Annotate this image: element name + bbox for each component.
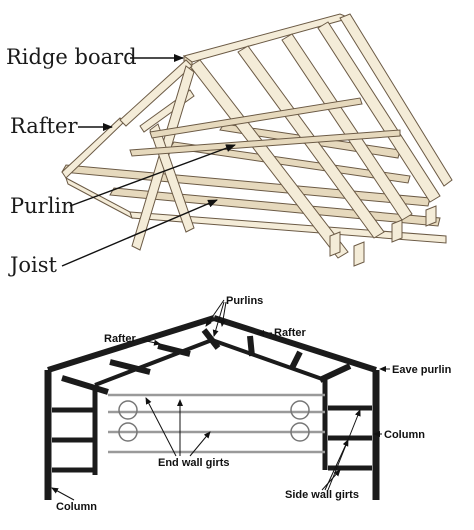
label-end-wall-girts: End wall girts [158,457,230,469]
purlin-arrow [69,144,236,207]
back-frame [92,338,328,475]
label-column-left: Column [56,501,97,513]
leader-lines [51,299,390,501]
label-rafter: Rafter [10,114,78,138]
label-rafter-right: Rafter [274,327,307,339]
steel-frame-diagram: Purlins Rafter Rafter Eave purlin Column… [44,295,452,513]
timber-roof-diagram: Ridge board Rafter Purlin Joist [6,13,453,277]
roof-purlins [61,328,352,395]
label-rafter-left: Rafter [104,333,137,345]
label-purlins: Purlins [226,295,263,307]
joist-arrow [61,199,218,267]
label-column-right: Column [384,429,425,441]
label-purlin: Purlin [10,194,75,218]
main-rafters [189,13,453,259]
post-feet [329,205,437,267]
label-ridge-board: Ridge board [6,45,137,69]
label-side-wall-girts: Side wall girts [285,489,359,501]
purlins-top [129,97,401,157]
end-wall-girts [108,393,325,454]
hip-rafters [119,59,195,251]
label-joist: Joist [8,253,58,277]
label-eave-purlin: Eave purlin [392,364,452,376]
eave-plates [61,117,447,244]
